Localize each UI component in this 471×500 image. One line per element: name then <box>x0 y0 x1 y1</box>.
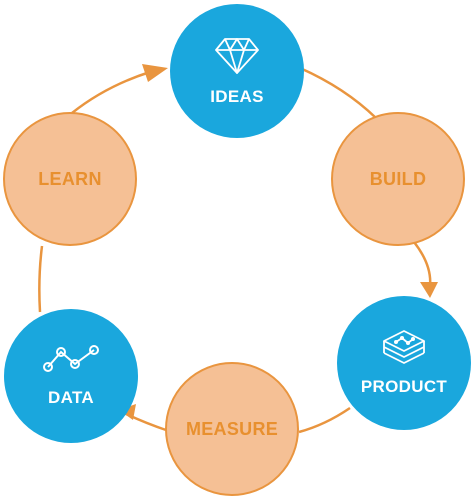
data-label: DATA <box>48 388 94 407</box>
product-node: PRODUCT <box>337 296 471 430</box>
arc-data-learn <box>38 245 44 313</box>
product-label: PRODUCT <box>360 377 448 396</box>
arrowhead-ideas <box>142 64 168 82</box>
arc-ideas-build <box>299 66 377 119</box>
measure-label: MEASURE <box>185 418 279 439</box>
line-graph-icon <box>43 345 99 372</box>
arc-product-measure <box>298 406 351 434</box>
arc-build-product <box>413 241 432 287</box>
arrowhead-product <box>420 282 438 298</box>
learn-node: LEARN <box>3 112 137 246</box>
learn-label: LEARN <box>38 168 102 189</box>
ideas-node: IDEAS <box>170 4 304 138</box>
arc-learn-ideas <box>71 70 151 114</box>
build-label: BUILD <box>369 168 427 189</box>
build-node: BUILD <box>331 112 465 246</box>
layers-icon <box>383 330 425 364</box>
ideas-label: IDEAS <box>210 87 264 106</box>
measure-node: MEASURE <box>165 362 299 496</box>
diamond-icon <box>215 38 259 74</box>
data-node: DATA <box>4 309 138 443</box>
